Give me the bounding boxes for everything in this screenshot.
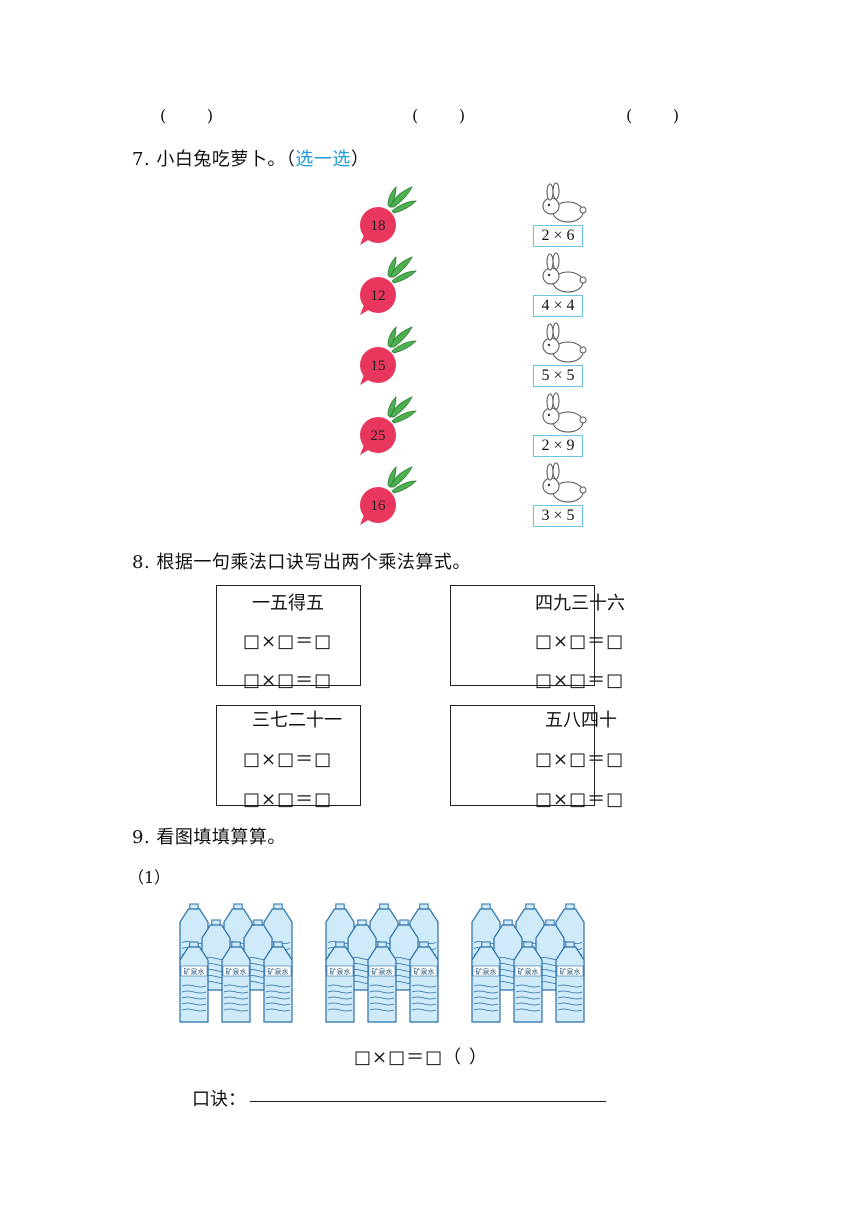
bottle-label: 矿泉水 xyxy=(476,967,497,976)
radish-number: 25 xyxy=(371,428,386,444)
rhyme-4: 五八四十 xyxy=(545,710,617,731)
rabbit-column xyxy=(542,182,587,503)
q7-text: 小白兔吃萝卜。 xyxy=(156,149,286,170)
bottle-label: 矿泉水 xyxy=(518,967,539,976)
rhyme-3: 三七二十一 xyxy=(252,710,342,731)
rabbit-icon xyxy=(542,182,587,223)
rabbit-formula-5[interactable]: 3 × 5 xyxy=(533,505,583,527)
radish-number: 15 xyxy=(371,358,386,374)
koujue-answer-line[interactable] xyxy=(250,1101,606,1102)
rabbit-icon xyxy=(542,322,587,363)
radish-number: 12 xyxy=(371,288,386,304)
radish-icon[interactable]: 15 xyxy=(360,326,417,385)
radish-icon[interactable]: 25 xyxy=(360,396,417,455)
rhyme-1: 一五得五 xyxy=(252,593,324,614)
rabbit-formula-1[interactable]: 2 × 6 xyxy=(533,225,583,247)
q8-title: 8. 根据一句乘法口诀写出两个乘法算式。 xyxy=(132,552,471,573)
water-bottle-groups: 矿泉水 矿泉水 矿泉水 矿泉水 矿泉水 矿泉水 矿泉水 矿泉水 矿泉水 xyxy=(179,903,585,1023)
bottle-label: 矿泉水 xyxy=(414,967,435,976)
q7-title: 7. 小白兔吃萝卜。（选一选） xyxy=(132,145,369,171)
bottle-label: 矿泉水 xyxy=(330,967,351,976)
q7-close-paren: ） xyxy=(350,149,370,170)
rhyme-box-4 xyxy=(450,705,595,806)
water-bottle-icon: 矿泉水 xyxy=(555,941,585,1023)
water-bottle-icon: 矿泉水 xyxy=(409,941,439,1023)
radish-icon[interactable]: 16 xyxy=(360,466,417,525)
koujue-label: 口诀： xyxy=(192,1089,246,1110)
equation-4a[interactable]: □×□＝□ xyxy=(535,749,625,770)
radish-icon[interactable]: 12 xyxy=(360,256,417,315)
water-bottle-icon: 矿泉水 xyxy=(263,941,293,1023)
rabbit-icon xyxy=(542,252,587,293)
answer-paren-1[interactable]: ( ) xyxy=(160,106,214,125)
rabbit-formula-4[interactable]: 2 × 9 xyxy=(533,435,583,457)
q7-number: 7. xyxy=(132,149,151,170)
equation-3a[interactable]: □×□＝□ xyxy=(243,749,333,770)
radish-number: 18 xyxy=(371,218,386,234)
radish-number: 16 xyxy=(371,498,387,514)
bottle-label: 矿泉水 xyxy=(184,967,205,976)
water-bottle-icon: 矿泉水 xyxy=(221,941,251,1023)
bottle-label: 矿泉水 xyxy=(268,967,289,976)
rhyme-box-2 xyxy=(450,585,595,686)
rabbit-formula-2[interactable]: 4 × 4 xyxy=(533,295,583,317)
rhyme-2: 四九三十六 xyxy=(535,593,625,614)
bottle-label: 矿泉水 xyxy=(560,967,581,976)
water-bottle-icon: 矿泉水 xyxy=(513,941,543,1023)
q7-hint-link[interactable]: 选一选 xyxy=(295,149,351,170)
q9-sub-label: （1） xyxy=(128,868,171,887)
answer-paren-3[interactable]: ( ) xyxy=(626,106,680,125)
q9-equation[interactable]: □×□＝□（ ） xyxy=(354,1047,488,1068)
water-bottle-icon: 矿泉水 xyxy=(325,941,355,1023)
rhyme-box-1 xyxy=(216,585,361,686)
equation-4b[interactable]: □×□＝□ xyxy=(535,789,625,810)
radish-column: 18 12 15 25 16 xyxy=(360,186,417,525)
rhyme-box-3 xyxy=(216,705,361,806)
water-bottle-icon: 矿泉水 xyxy=(179,941,209,1023)
bottle-label: 矿泉水 xyxy=(372,967,393,976)
water-bottle-icon: 矿泉水 xyxy=(367,941,397,1023)
equation-1b[interactable]: □×□＝□ xyxy=(243,670,333,691)
water-bottle-icon: 矿泉水 xyxy=(471,941,501,1023)
answer-paren-2[interactable]: ( ) xyxy=(412,106,466,125)
q9-title: 9. 看图填填算算。 xyxy=(132,827,286,848)
bottle-label: 矿泉水 xyxy=(226,967,247,976)
rabbit-icon xyxy=(542,392,587,433)
equation-2b[interactable]: □×□＝□ xyxy=(535,670,625,691)
equation-1a[interactable]: □×□＝□ xyxy=(243,631,333,652)
rabbit-icon xyxy=(542,462,587,503)
q7-open-paren: （ xyxy=(285,149,296,170)
equation-2a[interactable]: □×□＝□ xyxy=(535,631,625,652)
rabbit-formula-3[interactable]: 5 × 5 xyxy=(533,365,583,387)
equation-3b[interactable]: □×□＝□ xyxy=(243,789,333,810)
radish-icon[interactable]: 18 xyxy=(360,186,417,245)
